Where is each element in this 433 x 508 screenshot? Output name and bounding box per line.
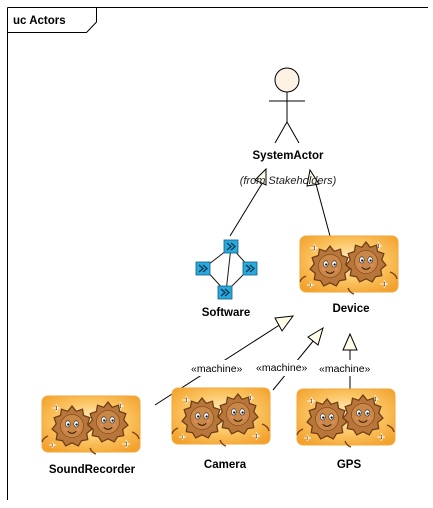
- device-label: Device: [332, 303, 369, 315]
- system-actor-label: SystemActor: [253, 150, 324, 162]
- gps-label: GPS: [337, 459, 362, 471]
- software-network-icon: [195, 239, 258, 300]
- stereotype-soundrecorder: «machine»: [191, 363, 243, 375]
- generalization-software-to-systemactor: [229, 167, 267, 237]
- software-label: Software: [202, 307, 251, 319]
- stereotype-camera: «machine»: [256, 362, 308, 374]
- gps-gears-icon: [297, 389, 395, 447]
- device-gears-icon: [300, 236, 398, 294]
- device-actor[interactable]: Device: [300, 236, 398, 315]
- generalization-device-to-systemactor: [306, 168, 331, 237]
- stereotype-gps: «machine»: [319, 363, 371, 375]
- software-actor[interactable]: Software: [195, 239, 258, 319]
- gps-actor[interactable]: GPS: [297, 389, 395, 471]
- soundrecorder-gears-icon: [42, 396, 140, 454]
- camera-actor[interactable]: Camera: [172, 388, 270, 471]
- system-actor[interactable]: SystemActor: [253, 67, 324, 162]
- frame-title: uc Actors: [13, 15, 66, 27]
- package-note: (from Stakeholders): [240, 175, 337, 187]
- actor-head-icon: [274, 67, 300, 93]
- soundrecorder-label: SoundRecorder: [49, 464, 136, 476]
- camera-gears-icon: [172, 388, 270, 446]
- generalization-camera-to-device: [272, 326, 324, 391]
- camera-label: Camera: [204, 459, 247, 471]
- soundrecorder-actor[interactable]: SoundRecorder: [42, 396, 140, 476]
- diagram-frame: uc Actors: [7, 7, 428, 500]
